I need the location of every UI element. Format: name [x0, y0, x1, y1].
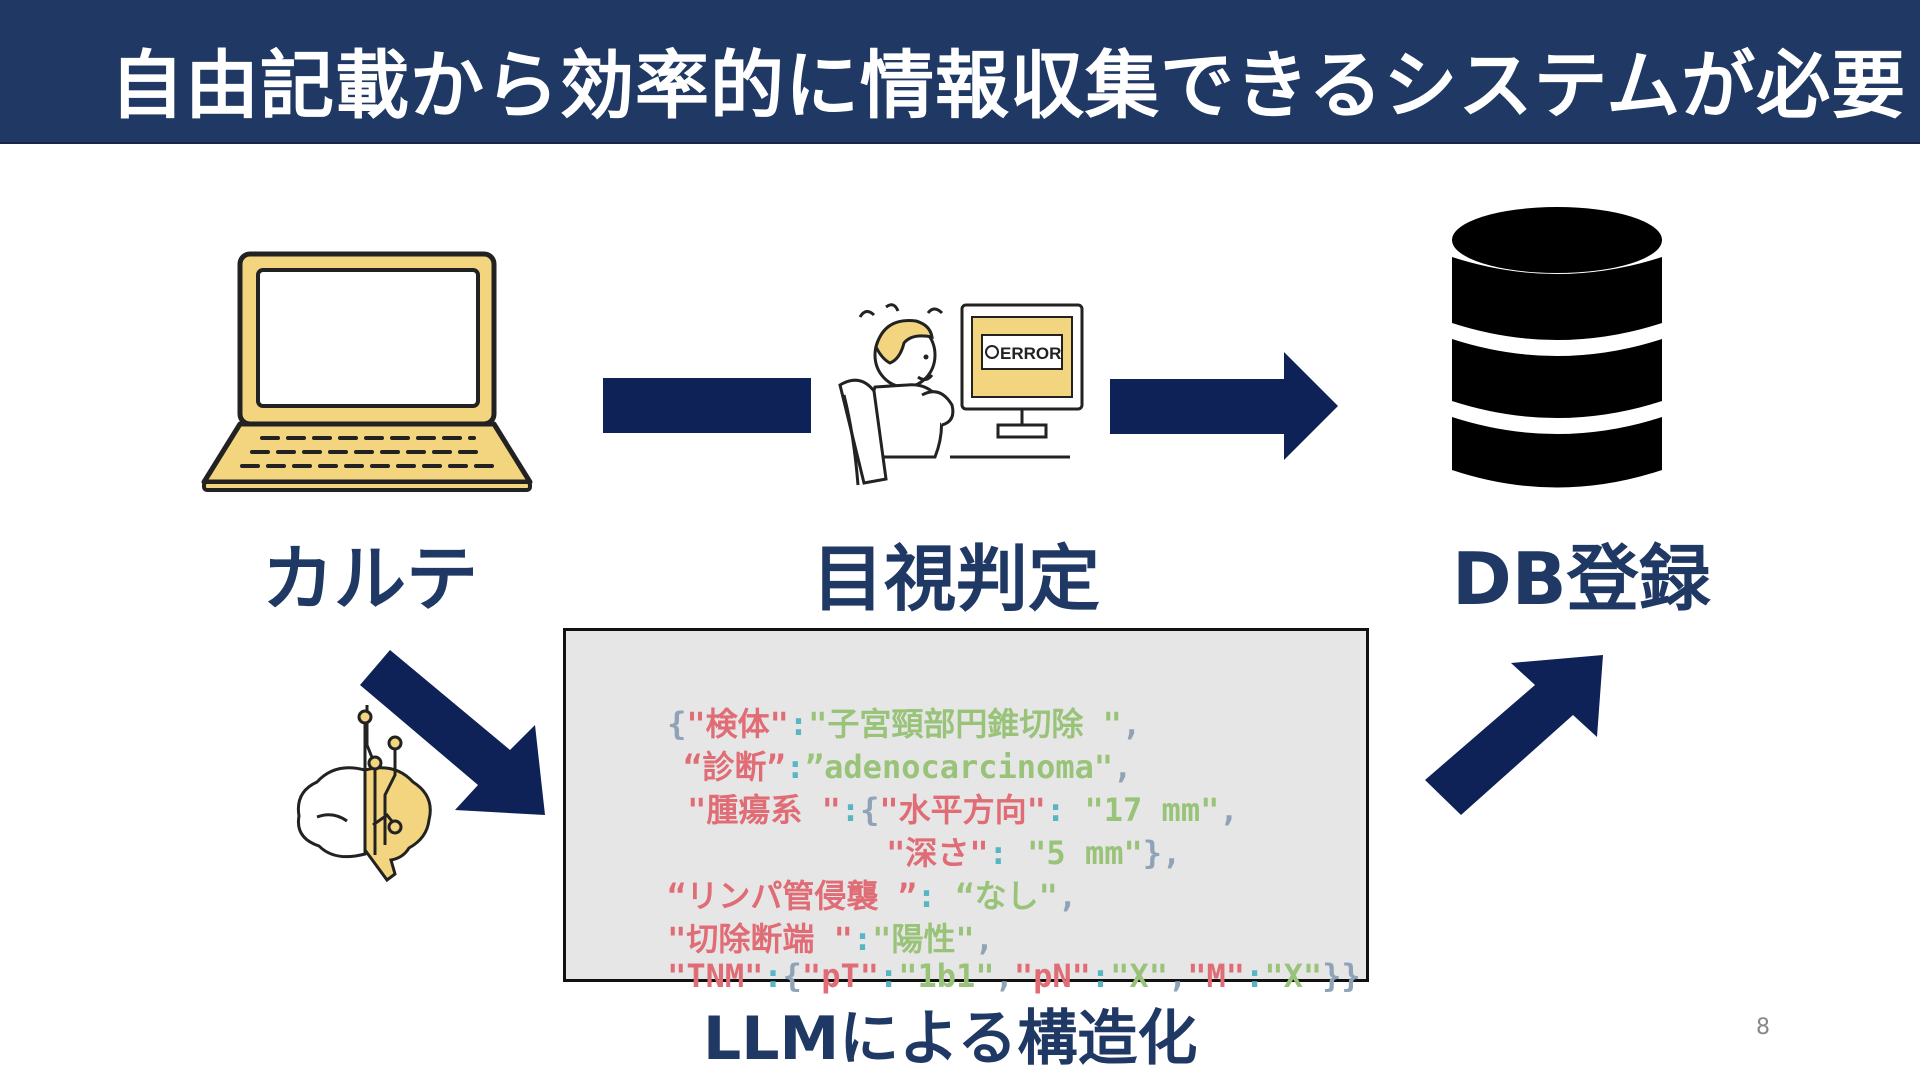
page-number: 8: [1756, 1015, 1770, 1040]
label-visual-check: 目視判定: [812, 537, 1101, 621]
arrow-llm-to-db: [1425, 655, 1603, 815]
ai-brain-icon: [296, 705, 432, 883]
slide-title: 自由記載から効率的に情報収集できるシステムが必要: [110, 43, 1907, 129]
code-line-5: “リンパ管侵襲 ”: “なし",: [667, 877, 1078, 915]
code-line-7: "TNM":{"pT":"1b1","pN":"X","M":"X"}}: [667, 957, 1361, 995]
code-line-1: {"検体":"子宮頸部円錐切除 ",: [667, 705, 1142, 743]
code-line-3: "腫瘍系 ":{"水平方向": "17 mm",: [687, 791, 1239, 829]
label-db-register: DB登録: [1452, 537, 1711, 621]
code-line-6: "切除断端 ":"陽性",: [667, 920, 994, 958]
arrow-karte-to-visual: [603, 378, 811, 433]
arrow-visual-to-db: [1110, 352, 1338, 460]
laptop-icon: [201, 251, 533, 492]
code-line-4: "深さ": "5 mm"},: [886, 834, 1182, 872]
structured-json-box: {"検体":"子宮頸部円錐切除 ", “診断”:”adenocarcinoma"…: [563, 628, 1369, 995]
code-line-2: “診断”:”adenocarcinoma",: [683, 748, 1133, 786]
title-bar: 自由記載から効率的に情報収集できるシステムが必要: [0, 0, 1920, 144]
worried-person-error-icon: ERROR: [838, 303, 1084, 486]
error-text: ERROR: [1000, 344, 1061, 363]
label-llm-structuring: LLMによる構造化: [703, 1004, 1198, 1074]
arrow-karte-to-llm: [360, 650, 545, 815]
label-karte: カルテ: [262, 537, 479, 621]
database-icon: [1452, 207, 1662, 488]
